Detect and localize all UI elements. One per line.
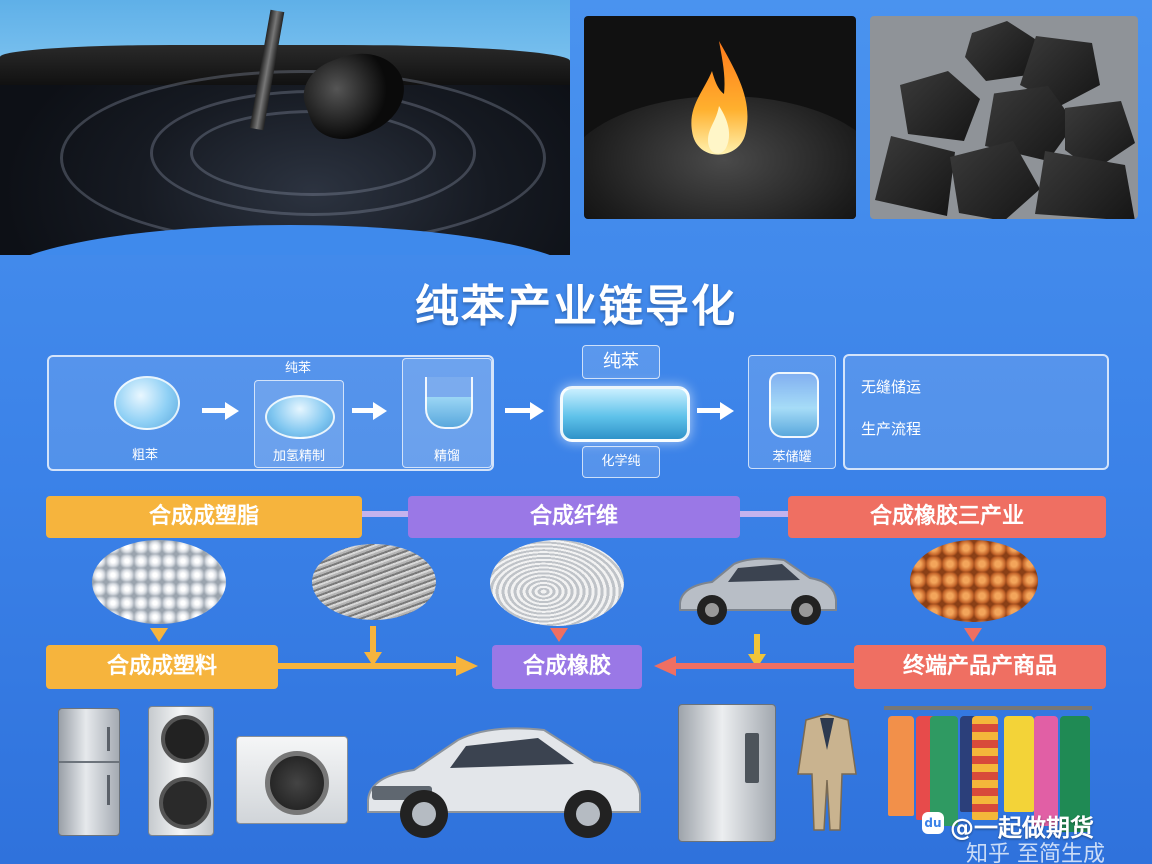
arrow-down-icon <box>150 628 168 642</box>
arrow-right-icon <box>530 402 544 420</box>
process-step-label: 粗苯 <box>131 448 158 463</box>
arrow-right-icon <box>373 402 387 420</box>
arrow-down-icon <box>964 628 982 642</box>
coal-fire-photo <box>584 16 856 219</box>
watermark-brand: @一起做期货 <box>950 814 1094 842</box>
garment-image <box>1004 716 1034 812</box>
banner-synthetic-rubber-industry: 合成橡胶三产业 <box>788 496 1106 538</box>
arrow-left-icon <box>654 656 676 676</box>
banner-consumer-products: 终端产品产商品 <box>854 645 1106 689</box>
crude-oil-photo <box>0 0 570 255</box>
arrow-right-icon <box>456 656 478 676</box>
benzene-capsule-icon <box>560 386 690 442</box>
garment-image <box>1060 716 1090 832</box>
fiber-bundle-image <box>490 540 624 626</box>
liquid-drop-icon <box>114 376 180 430</box>
car-image-small <box>679 557 837 625</box>
coal-lumps-photo <box>870 16 1138 219</box>
cabinet-appliance-image <box>678 704 776 842</box>
watermark-subtext: 知乎 至简生成 <box>966 842 1105 864</box>
washing-machine-image <box>236 736 348 824</box>
refrigerator-image <box>58 708 120 836</box>
suit-image <box>797 713 857 831</box>
plastic-pellets-image <box>92 540 226 624</box>
watermark-logo-icon: du <box>922 812 944 834</box>
beaker-icon <box>425 377 473 429</box>
flame-icon <box>691 41 748 155</box>
pure-benzene-tag: 纯苯 <box>582 345 660 379</box>
page-title: 纯苯产业链导化 <box>415 281 737 332</box>
process-notes-box: 无缝储运 生产流程 <box>843 354 1109 470</box>
arrow-right-icon <box>225 402 239 420</box>
process-step-label: 加氢精制 <box>272 449 325 464</box>
chemical-grade-tag: 化学纯 <box>582 446 660 478</box>
banner-synthetic-rubber: 合成橡胶 <box>492 645 642 689</box>
garment-image <box>930 716 958 826</box>
process-top-label: 纯苯 <box>284 361 311 376</box>
stacked-washer-image <box>148 706 214 836</box>
process-step-storage: 苯储罐 <box>748 355 836 469</box>
fiber-strands-image <box>312 544 436 620</box>
storage-tank-icon <box>769 372 819 438</box>
garment-image <box>888 716 914 816</box>
rubber-granules-image <box>910 540 1038 622</box>
note-line-1: 无缝储运 <box>861 378 922 396</box>
banner-synthetic-resin: 合成成塑脂 <box>46 496 362 538</box>
dish-icon <box>265 395 335 439</box>
clothes-rack-image <box>884 706 1092 710</box>
garment-image <box>1034 716 1058 826</box>
arrow-down-icon <box>550 628 568 642</box>
banner-synthetic-plastic: 合成成塑料 <box>46 645 278 689</box>
banner-synthetic-fiber: 合成纤维 <box>408 496 740 538</box>
car-image-large <box>367 727 641 838</box>
process-step-distillation: 精馏 <box>402 358 492 468</box>
garment-image <box>972 716 998 820</box>
process-step-label: 精馏 <box>433 449 460 464</box>
arrow-down-icon <box>364 652 382 666</box>
process-step-hydrogenation: 加氢精制 <box>254 380 344 468</box>
arrow-right-icon <box>720 402 734 420</box>
note-line-2: 生产流程 <box>861 420 922 438</box>
process-step-crude-benzene: 粗苯 <box>100 368 190 464</box>
process-step-label: 苯储罐 <box>772 450 812 465</box>
